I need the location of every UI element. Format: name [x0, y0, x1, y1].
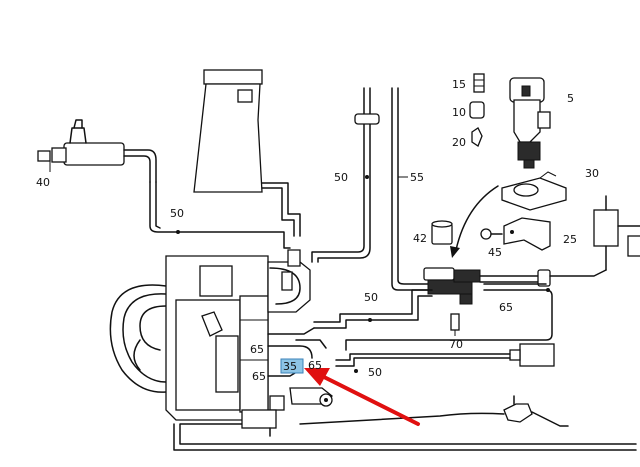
valve-assembly-5: [469, 73, 551, 169]
label-40: 40: [36, 176, 50, 189]
valve-65-right: [345, 267, 607, 351]
label-45: 45: [488, 246, 502, 259]
label-35: 35: [283, 360, 297, 373]
right-side-component: [593, 195, 640, 271]
label-5: 5: [567, 92, 574, 105]
bracket-25: [503, 217, 551, 251]
red-pointer-arrow: [304, 368, 420, 426]
funnel-component: [193, 69, 301, 237]
label-10: 10: [452, 106, 466, 119]
valve-40: [37, 119, 157, 183]
label-65-right: 65: [499, 301, 513, 314]
sensor-box: [335, 343, 555, 373]
label-50-right: 50: [364, 291, 378, 304]
bottom-sensor: [173, 395, 637, 451]
hose-50-right: [313, 289, 460, 336]
label-65-b: 65: [308, 359, 322, 372]
hose-55: [391, 87, 433, 291]
label-50-low: 50: [368, 366, 382, 379]
label-50-mid: 50: [334, 171, 348, 184]
hose-50-left: [149, 181, 291, 249]
label-30: 30: [585, 167, 599, 180]
bracket-30: [501, 171, 567, 211]
label-55: 55: [410, 171, 424, 184]
label-65-c: 65: [252, 370, 266, 383]
label-65-a: 65: [250, 343, 264, 356]
part-45: [480, 228, 503, 240]
part-35-highlight: [280, 358, 304, 374]
label-50-left: 50: [170, 207, 184, 220]
hose-50-center: [311, 87, 380, 263]
label-15: 15: [452, 78, 466, 91]
assembly-arrow: [450, 185, 499, 258]
label-25: 25: [563, 233, 577, 246]
label-42: 42: [413, 232, 427, 245]
label-20: 20: [452, 136, 466, 149]
part-42: [431, 220, 453, 245]
part-labels: 15 10 20 5 40 50 50 55 30 42 45 25 50 65…: [36, 78, 599, 383]
engine-block: [109, 249, 334, 437]
label-70: 70: [449, 338, 463, 351]
